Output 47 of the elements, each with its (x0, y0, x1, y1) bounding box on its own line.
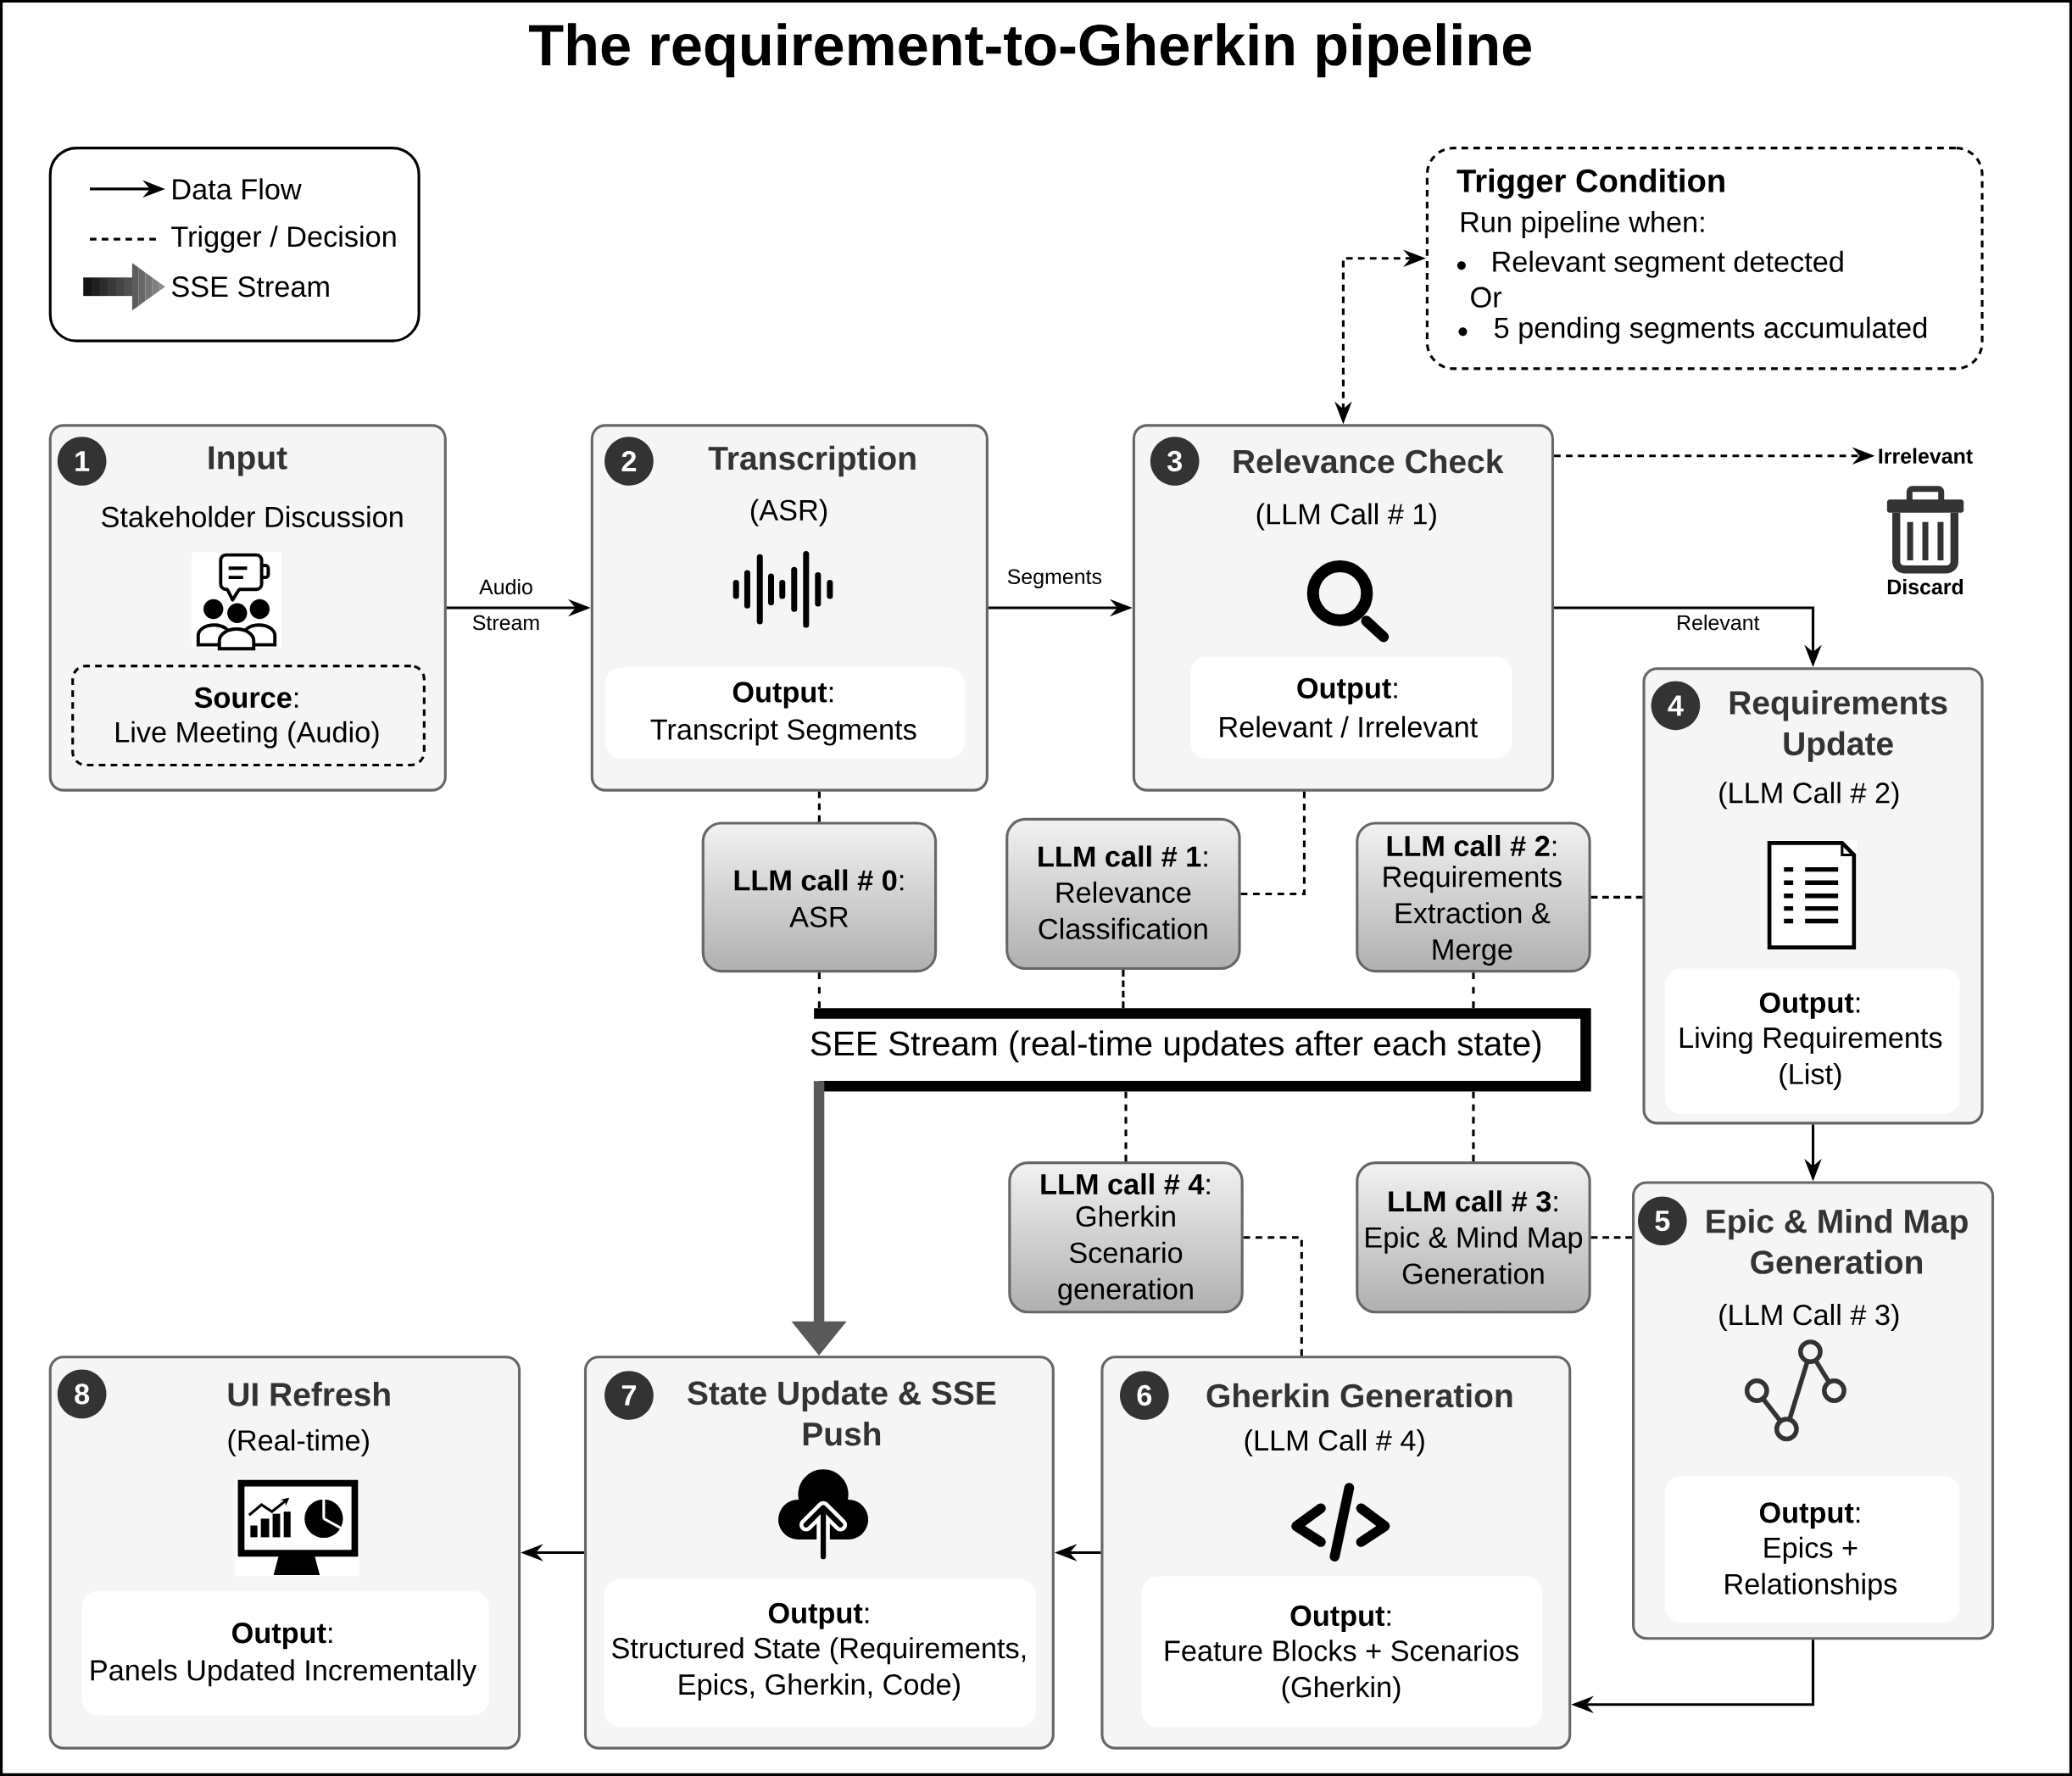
outcome-text: Irrelevant (1879, 448, 1973, 464)
llm-call-box: LLM call # 1: Relevance Classification (1005, 817, 1241, 971)
number-badge: 6 (1120, 1371, 1169, 1420)
output-box: Output: Transcript Segments (604, 667, 965, 759)
node-label: Run pipeline when: (1461, 211, 1704, 239)
dashed-line (1122, 970, 1125, 1009)
node-label: Trigger Condition (1457, 168, 1724, 199)
number-badge: 1 (57, 437, 107, 486)
edge-label: Segments (1007, 569, 1102, 589)
output-box: Output: Epics + Relationships (1664, 1476, 1960, 1623)
llm-call-box: LLM call # 4: Gherkin Scenario generation (1008, 1161, 1244, 1314)
dashed-line (1240, 791, 1306, 896)
number-badge: 8 (57, 1369, 107, 1419)
node-label: Or (1471, 287, 1502, 308)
title: The requirement-to-Gherkin pipeline (529, 23, 1531, 78)
edge-label: Audio Stream (472, 578, 539, 631)
dashed-line (1472, 972, 1475, 1009)
number-badge: 7 (604, 1371, 654, 1420)
legend-text: Data Flow (173, 178, 302, 200)
source-box: Source: Live Meeting (Audio) (71, 665, 426, 767)
stream-band: SEE Stream (real-time updates after each state) (810, 1008, 1591, 1092)
node-label: 5 pending segments accumulated (1495, 316, 1927, 344)
dashed-line (817, 791, 821, 822)
dashed-line (817, 972, 821, 1009)
icon-caption: Discard (1887, 578, 1963, 595)
legend-text: SSE Stream (171, 276, 329, 298)
number-badge: 2 (604, 437, 654, 486)
dashed-line (1472, 1091, 1475, 1162)
llm-call-box: LLM call # 2: Requirements Extraction & Merge (1356, 821, 1591, 973)
node-label: Relevant segment detected (1493, 250, 1843, 278)
output-box: Output: Feature Blocks + Scenarios (Gherkin) (1141, 1576, 1542, 1728)
llm-call-box: LLM call # 0: ASR (701, 821, 938, 973)
edge-label: Relevant (1678, 615, 1760, 631)
output-box: Output: Panels Updated Incrementally (81, 1590, 489, 1716)
number-badge: 4 (1651, 681, 1701, 731)
output-box: Output: Relevant / Irrelevant (1190, 656, 1512, 759)
dashed-line (1243, 1236, 1303, 1356)
llm-call-box: LLM call # 3: Epic & Mind Map Generation (1356, 1161, 1591, 1314)
number-badge: 3 (1150, 437, 1200, 486)
dashed-line (1124, 1091, 1128, 1162)
dashed-line (1590, 1236, 1632, 1239)
condition-box: Trigger Condition Run pipeline when: Relevant segment detected Or 5 pending segments accumulated (1425, 147, 1984, 370)
dashed-line (1590, 895, 1643, 899)
output-box: Output: Living Requirements (List) (1664, 968, 1960, 1115)
number-badge: 5 (1638, 1196, 1687, 1246)
legend-text: Trigger / Decision (171, 225, 396, 253)
output-box: Output: Structured State (Requirements, Epics, Gherkin, Code) (604, 1578, 1036, 1728)
